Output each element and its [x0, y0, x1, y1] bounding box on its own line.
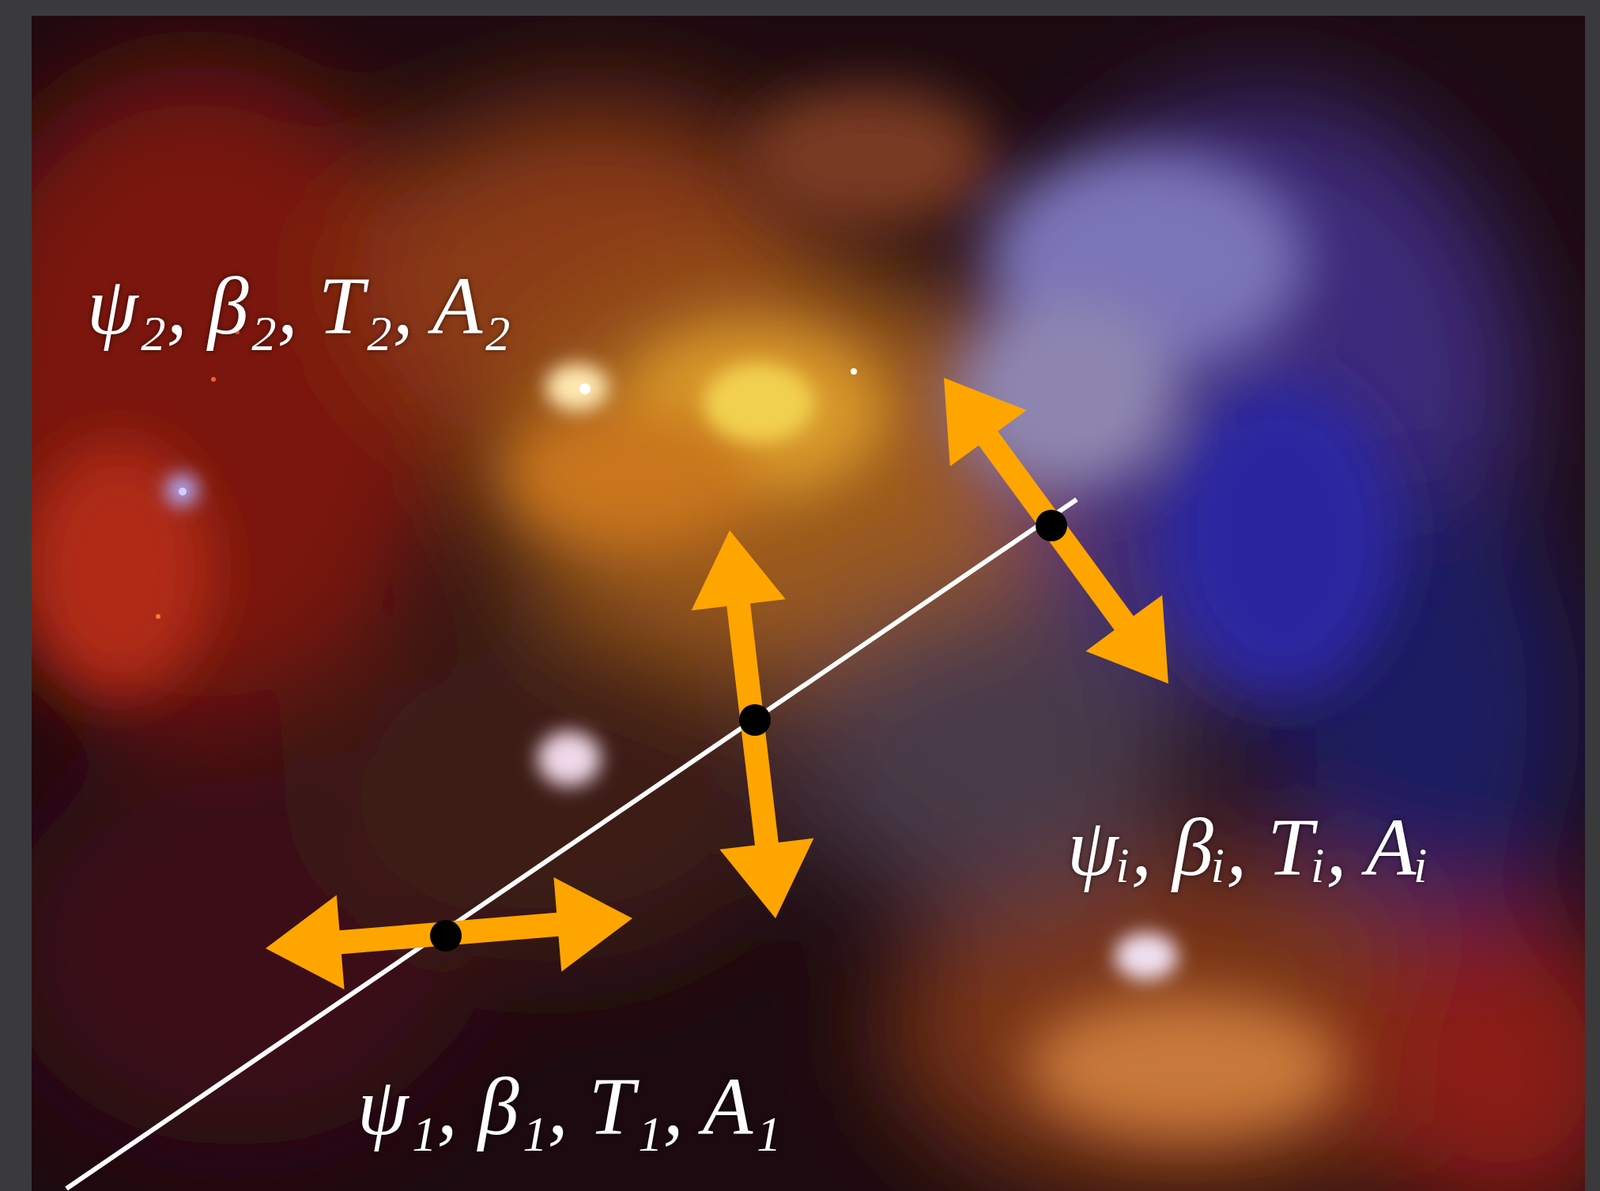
polarization-arrow [943, 377, 1169, 684]
polarization-overlay [66, 377, 1169, 1189]
polarization-arrow [265, 877, 633, 990]
parameter-label: ψ₂, β₂, T₂, A₂ [86, 264, 512, 348]
parameter-label: ψᵢ, βᵢ, Tᵢ, Aᵢ [1067, 806, 1430, 889]
parameter-label: ψ₁, β₁, T₁, A₁ [357, 1065, 782, 1148]
cloud-point [430, 920, 462, 952]
line-of-sight [66, 499, 1077, 1189]
nebula-image [31, 15, 1585, 1191]
cloud-point [1035, 509, 1068, 542]
cloud-point [739, 704, 771, 736]
polarization-arrow [691, 530, 815, 919]
